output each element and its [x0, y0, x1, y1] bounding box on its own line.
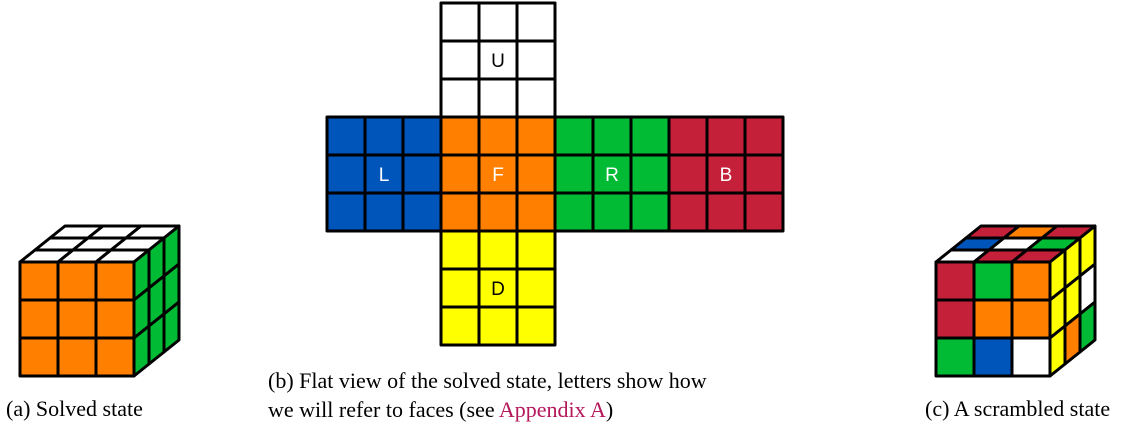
- caption-b-line1: (b) Flat view of the solved state, lette…: [268, 366, 707, 395]
- net-sticker: [441, 307, 479, 345]
- net-sticker: [441, 79, 479, 117]
- net-sticker: [631, 193, 669, 231]
- net-sticker: [517, 269, 555, 307]
- net-sticker: [517, 41, 555, 79]
- net-sticker: [479, 231, 517, 269]
- net-sticker: [479, 79, 517, 117]
- net-sticker: [669, 117, 707, 155]
- scrambled-cube-sticker: [936, 262, 974, 300]
- net-face-label-R: R: [605, 165, 619, 186]
- net-sticker: [327, 193, 365, 231]
- net-sticker: [593, 117, 631, 155]
- net-face-label-F: F: [492, 165, 504, 186]
- net-sticker: [669, 155, 707, 193]
- net-face-B: B: [669, 117, 783, 231]
- net-face-label-D: D: [491, 279, 505, 300]
- solved-cube-sticker: [58, 338, 96, 376]
- solved-cube-sticker: [20, 338, 58, 376]
- solved-cube-3d: [20, 226, 179, 376]
- net-sticker: [479, 3, 517, 41]
- net-sticker: [555, 117, 593, 155]
- solved-cube-sticker: [96, 300, 134, 338]
- scrambled-cube-sticker: [974, 300, 1012, 338]
- net-sticker: [441, 269, 479, 307]
- net-sticker: [479, 117, 517, 155]
- net-sticker: [403, 155, 441, 193]
- solved-cube-sticker: [20, 262, 58, 300]
- caption-b-line2-suffix: ): [606, 397, 613, 422]
- net-face-F: F: [441, 117, 555, 231]
- net-sticker: [669, 193, 707, 231]
- net-sticker: [479, 193, 517, 231]
- net-sticker: [593, 193, 631, 231]
- net-face-L: L: [327, 117, 441, 231]
- net-sticker: [365, 193, 403, 231]
- caption-b-line2-prefix: we will refer to faces (see: [268, 397, 499, 422]
- net-sticker: [479, 307, 517, 345]
- net-sticker: [441, 231, 479, 269]
- net-sticker: [517, 155, 555, 193]
- net-face-label-L: L: [379, 165, 390, 186]
- net-sticker: [517, 117, 555, 155]
- net-sticker: [707, 117, 745, 155]
- net-sticker: [555, 193, 593, 231]
- net-sticker: [517, 193, 555, 231]
- appendix-a-link[interactable]: Appendix A: [499, 397, 606, 422]
- net-sticker: [403, 117, 441, 155]
- net-sticker: [555, 155, 593, 193]
- net-sticker: [517, 3, 555, 41]
- net-sticker: [745, 117, 783, 155]
- scrambled-cube-sticker: [974, 338, 1012, 376]
- net-face-D: D: [441, 231, 555, 345]
- caption-a: (a) Solved state: [6, 394, 143, 423]
- net-sticker: [441, 41, 479, 79]
- scrambled-cube-sticker: [936, 300, 974, 338]
- solved-cube-sticker: [20, 300, 58, 338]
- net-sticker: [441, 3, 479, 41]
- net-sticker: [365, 117, 403, 155]
- net-sticker: [327, 117, 365, 155]
- net-sticker: [631, 117, 669, 155]
- solved-cube-sticker: [58, 300, 96, 338]
- net-sticker: [441, 117, 479, 155]
- net-face-label-B: B: [720, 165, 733, 186]
- net-sticker: [745, 155, 783, 193]
- scrambled-cube-sticker: [1012, 262, 1050, 300]
- caption-c: (c) A scrambled state: [925, 394, 1110, 423]
- flat-net-solved: U L F R B D: [327, 3, 783, 345]
- solved-cube-sticker: [96, 262, 134, 300]
- solved-cube-sticker: [96, 338, 134, 376]
- net-sticker: [517, 79, 555, 117]
- caption-b: (b) Flat view of the solved state, lette…: [268, 366, 707, 424]
- scrambled-cube-sticker: [974, 262, 1012, 300]
- net-sticker: [631, 155, 669, 193]
- net-sticker: [441, 193, 479, 231]
- scrambled-cube-sticker: [1012, 338, 1050, 376]
- caption-b-line2: we will refer to faces (see Appendix A): [268, 395, 707, 424]
- net-face-R: R: [555, 117, 669, 231]
- scrambled-cube-sticker: [936, 338, 974, 376]
- net-sticker: [517, 307, 555, 345]
- scrambled-cube-3d: [936, 226, 1095, 376]
- solved-cube-sticker: [58, 262, 96, 300]
- net-sticker: [441, 155, 479, 193]
- net-sticker: [403, 193, 441, 231]
- net-sticker: [707, 193, 745, 231]
- net-sticker: [745, 193, 783, 231]
- net-face-U: U: [441, 3, 555, 117]
- net-sticker: [327, 155, 365, 193]
- net-face-label-U: U: [491, 51, 505, 72]
- net-sticker: [517, 231, 555, 269]
- scrambled-cube-sticker: [1012, 300, 1050, 338]
